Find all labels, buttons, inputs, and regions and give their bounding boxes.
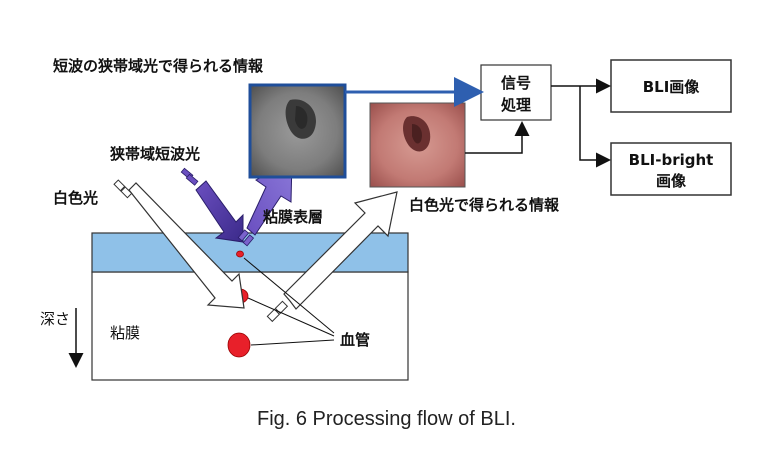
- vessel-leader-2: [247, 297, 335, 337]
- white-light-label: 白色光: [53, 189, 98, 207]
- mucosa-label: 粘膜: [110, 324, 140, 342]
- bli-image-label: BLI画像: [643, 78, 701, 96]
- mucosa-block: [91, 271, 409, 381]
- narrowband-info-label: 短波の狭帯域光で得られる情報: [53, 57, 264, 75]
- vessel-leader-3: [250, 339, 335, 346]
- narrowband-light-label: 狭帯域短波光: [109, 145, 200, 163]
- white-light-arrow-in: [113, 179, 245, 309]
- processing-to-bli-bright-arrow: [579, 86, 611, 168]
- white-info-label: 白色光で得られる情報: [409, 196, 560, 214]
- vessel-large: [227, 332, 251, 358]
- signal-processing-label-1: 信号: [501, 74, 531, 92]
- bli-image-box: [610, 59, 732, 113]
- vessel-leader-1: [243, 257, 335, 334]
- figure-caption: Fig. 6 Processing flow of BLI.: [256, 408, 516, 430]
- bli-bright-label-2: 画像: [656, 172, 687, 190]
- depth-label: 深さ: [40, 310, 70, 328]
- vessel-small: [236, 250, 244, 258]
- pink-image-to-processing-arrow: [465, 121, 530, 154]
- narrowband-endoscopic-image: [248, 83, 347, 179]
- bli-bright-label-1: BLI-bright: [629, 151, 714, 169]
- white-light-arrow-out: [266, 191, 398, 323]
- narrowband-light-arrow-in: [180, 167, 244, 243]
- white-light-endoscopic-image: [369, 102, 466, 188]
- bli-bright-image-box: [610, 142, 732, 196]
- signal-processing-label-2: 処理: [500, 96, 531, 114]
- mucosa-surface-label: 粘膜表層: [263, 208, 323, 226]
- narrowband-light-arrow-out: [237, 159, 293, 247]
- blood-vessel-label: 血管: [340, 331, 370, 349]
